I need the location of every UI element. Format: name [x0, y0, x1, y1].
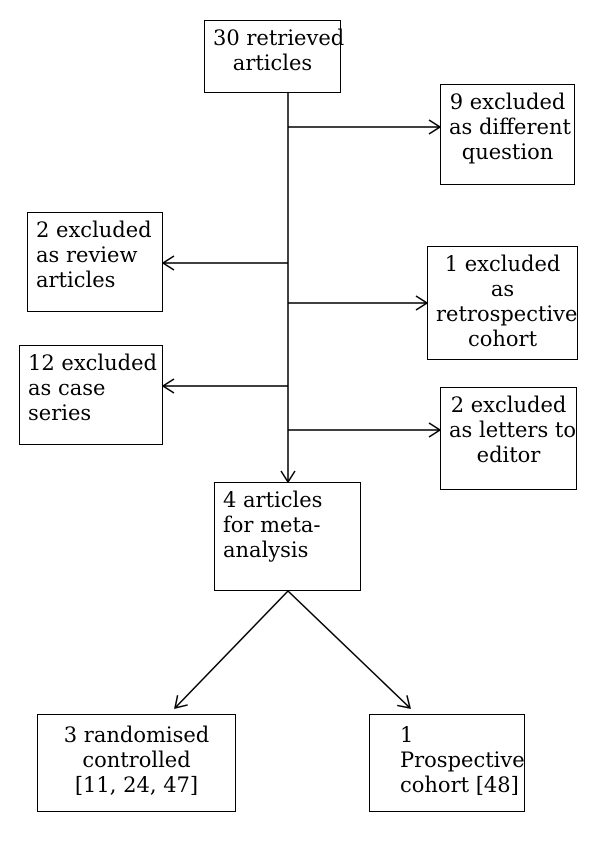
box-line: 2 excluded: [450, 393, 567, 417]
box-prospective-cohort: 1 Prospective cohort [48]: [369, 714, 525, 812]
box-retrieved-articles: 30 retrieved articles: [204, 20, 345, 93]
box-line: 1: [400, 723, 414, 747]
box-line: [11, 24, 47]: [74, 773, 199, 797]
box-line: 3 randomised: [63, 723, 210, 747]
box-line: for meta-: [223, 513, 321, 537]
box-line: as letters to: [449, 418, 576, 442]
box-line: controlled: [82, 748, 191, 772]
arrow-to-prospective: [287, 590, 412, 709]
box-line: analysis: [223, 538, 309, 562]
box-line: series: [28, 401, 92, 425]
box-line: as different: [449, 115, 571, 139]
box-line: cohort [48]: [400, 773, 519, 797]
box-review-articles: 2 excluded as review articles: [27, 212, 163, 312]
box-retrospective-cohort: 1 excluded as retrospective cohort: [427, 246, 578, 360]
box-line: as review: [36, 243, 138, 267]
box-case-series: 12 excluded as case series: [19, 345, 163, 445]
box-line: 1 excluded: [444, 252, 561, 276]
box-line: question: [461, 140, 554, 164]
box-randomised-controlled: 3 randomised controlled [11, 24, 47]: [37, 714, 236, 812]
box-letters-to-editor: 2 excluded as letters to editor: [440, 387, 577, 490]
box-line: retrospective: [436, 302, 578, 326]
box-line: 4 articles: [223, 488, 323, 512]
box-line: articles: [36, 268, 116, 292]
box-line: Prospective: [400, 748, 525, 772]
box-line: articles: [232, 51, 313, 75]
box-line: as case: [28, 376, 106, 400]
box-line: 12 excluded: [28, 351, 157, 375]
box-line: 2 excluded: [36, 218, 152, 242]
box-line: 30 retrieved: [213, 26, 345, 50]
box-meta-analysis: 4 articles for meta- analysis: [214, 482, 361, 591]
box-line: cohort: [467, 327, 538, 351]
box-line: editor: [476, 443, 541, 467]
box-line: 9 excluded: [449, 90, 566, 114]
arrow-to-rct: [174, 590, 289, 710]
box-line: as: [490, 277, 515, 301]
box-different-question: 9 excluded as different question: [440, 84, 575, 185]
